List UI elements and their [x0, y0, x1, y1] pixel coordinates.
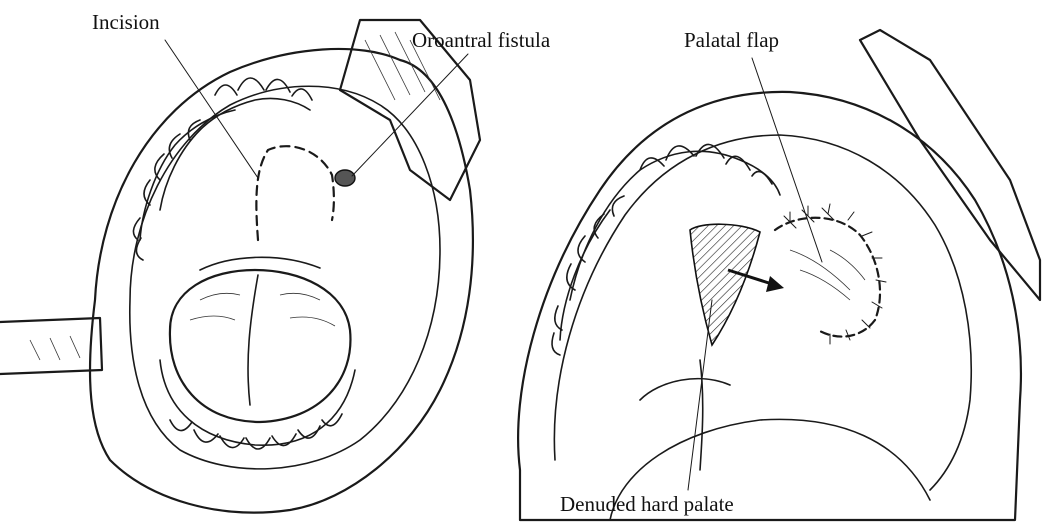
- label-denuded-hard-palate: Denuded hard palate: [560, 494, 734, 515]
- right-panel-illustration: [518, 30, 1040, 520]
- leader-palatal-flap: [752, 58, 822, 262]
- palatal-incision-line: [256, 146, 334, 240]
- right-outer-lip-contour: [518, 92, 1021, 520]
- left-cheek-strap: [0, 318, 102, 374]
- left-tongue: [170, 270, 351, 422]
- left-outer-lip-contour: [90, 49, 473, 513]
- label-palatal-flap: Palatal flap: [684, 30, 779, 51]
- left-upper-teeth: [133, 78, 312, 260]
- flap-sutures: [784, 204, 886, 344]
- denuded-hard-palate-area: [690, 224, 760, 345]
- right-inner-mouth-contour: [554, 135, 971, 490]
- right-retractor: [860, 30, 1040, 300]
- label-incision: Incision: [92, 12, 160, 33]
- oroantral-fistula-opening: [335, 170, 355, 186]
- left-lower-teeth: [160, 360, 355, 449]
- left-panel-illustration: [0, 20, 480, 513]
- label-oroantral-fistula: Oroantral fistula: [412, 30, 550, 51]
